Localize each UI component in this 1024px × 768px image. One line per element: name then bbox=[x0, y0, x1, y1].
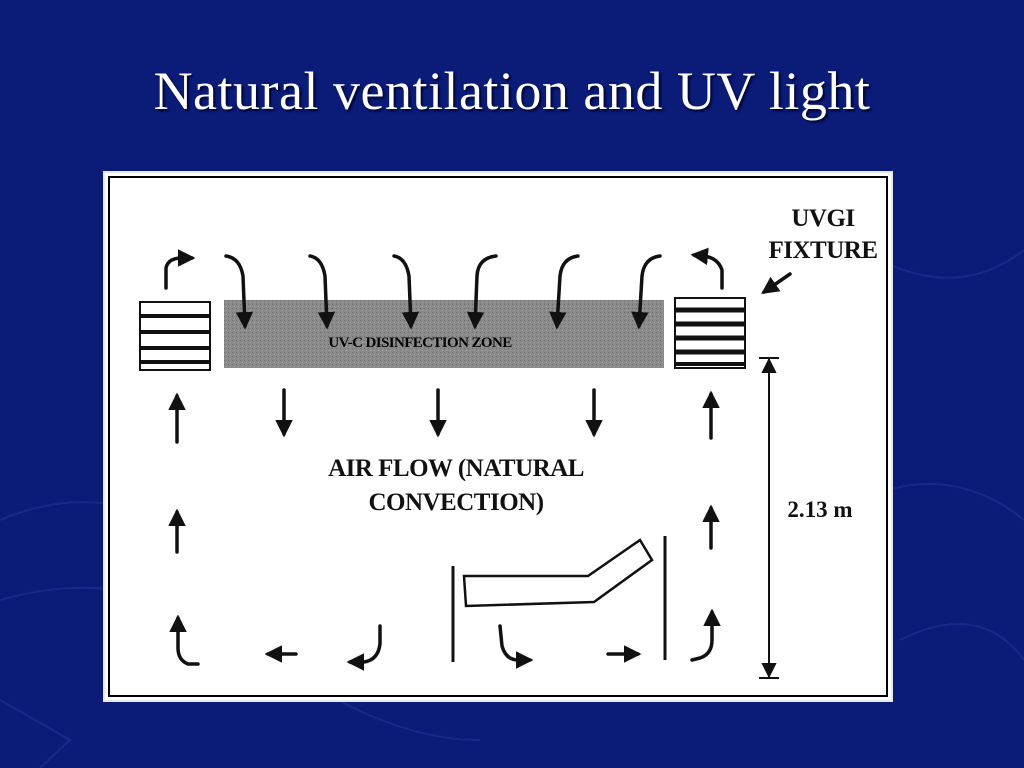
uvgi-fixture-label-line2: FIXTURE bbox=[768, 237, 878, 264]
airflow-label-line1: AIR FLOW (NATURAL bbox=[328, 455, 584, 482]
bottom-right-curl-arrow bbox=[690, 608, 721, 662]
uvc-zone-band bbox=[224, 300, 664, 368]
left-uvgi-fixture bbox=[139, 301, 211, 371]
fixture-pointer-arrow bbox=[761, 272, 792, 294]
bottom-center-arrow bbox=[498, 624, 534, 669]
uvc-zone-label: UV-C DISINFECTION ZONE bbox=[328, 335, 512, 351]
top-arrow-2 bbox=[308, 254, 336, 330]
top-arrow-4 bbox=[466, 254, 498, 330]
uvgi-fixture-label: UVGI FIXTURE bbox=[768, 203, 878, 267]
top-arrow-6 bbox=[631, 254, 662, 330]
uvgi-fixture-label-line1: UVGI bbox=[791, 205, 855, 232]
top-right-curl-arrow bbox=[690, 247, 724, 290]
top-arrow-1 bbox=[224, 254, 254, 330]
airflow-label: AIR FLOW (NATURAL CONVECTION) bbox=[296, 452, 616, 520]
bottom-hook-arrow bbox=[346, 624, 382, 671]
top-arrow-3 bbox=[392, 254, 420, 330]
bottom-left-curl-arrow bbox=[169, 614, 200, 666]
slide-title: Natural ventilation and UV light bbox=[153, 61, 871, 121]
bed-outline bbox=[462, 538, 654, 608]
height-dimension bbox=[759, 357, 779, 679]
right-uvgi-fixture bbox=[674, 297, 746, 369]
top-arrow-5 bbox=[549, 254, 580, 330]
room-height-label: 2.13 m bbox=[787, 497, 853, 522]
airflow-label-line2: CONVECTION) bbox=[368, 489, 544, 516]
top-left-curl-arrow bbox=[164, 249, 196, 290]
